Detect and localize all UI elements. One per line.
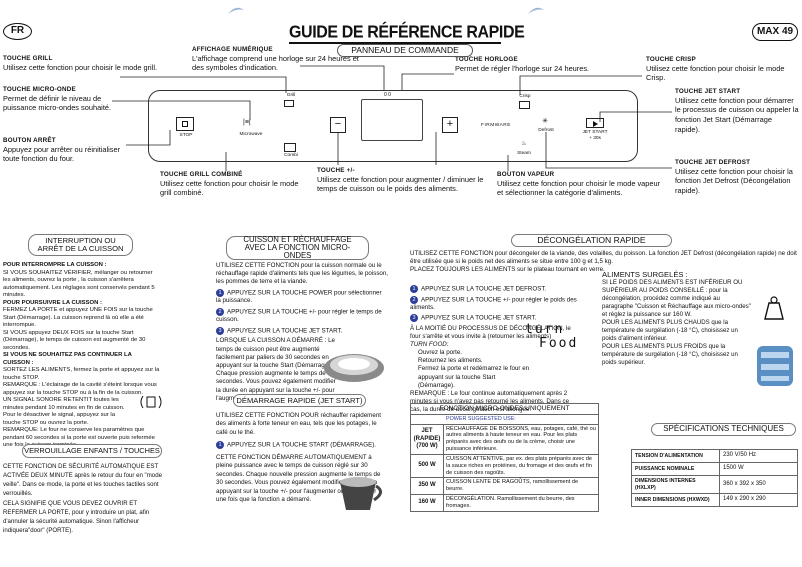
model-badge: MAX 49 <box>752 23 798 41</box>
callout-jetdefrost: TOUCHE JET DEFROST Utilisez cette foncti… <box>675 159 793 196</box>
defrost-label: Defrost <box>538 128 554 133</box>
crisp-label: Crisp <box>519 94 531 99</box>
frozen-section: ALIMENTS SURGELÉS : SI LE POIDS DES ALIM… <box>602 270 751 366</box>
callout-crisp: TOUCHE CRISP Utilisez cette fonction pou… <box>646 56 785 83</box>
clock-icon[interactable]: 0 0 <box>384 92 391 98</box>
language-badge: FR <box>3 23 32 40</box>
interrupt-body: POUR INTERROMPRE LA CUISSON : SI VOUS SO… <box>3 262 160 448</box>
microwave-icon: |≡| <box>243 119 251 126</box>
microwave-label: Microwave <box>239 132 263 137</box>
stop-label: STOP <box>179 133 193 138</box>
microwave-power-table: FONCTION MICRO-ONDES UNIQUEMENT POWER SU… <box>410 402 599 512</box>
table-row: INNER DIMENSIONS (HXWXD)149 x 290 x 290 <box>631 493 798 507</box>
jetstart-button[interactable] <box>586 118 604 128</box>
callout-combi: TOUCHE GRILL COMBINÉ Utilisez cette fonc… <box>160 171 299 198</box>
callout-stop: BOUTON ARRÊT Appuyez pour arrêter ou réi… <box>3 137 121 164</box>
crisp-button[interactable] <box>519 101 530 109</box>
panel-title: PANNEAU DE COMMANDE <box>337 44 473 57</box>
table-row: DIMENSIONS INTERNES (HXLXP)360 x 392 x 3… <box>631 475 798 494</box>
turn-food-display: turn Food <box>525 322 579 351</box>
table-header: POWER SUGGESTED USE: <box>410 414 599 425</box>
page-title: GUIDE DE RÉFÉRENCE RAPIDE <box>289 23 525 42</box>
lock-title: VERROUILLAGE ENFANTS / TOUCHES <box>22 444 162 458</box>
weight-icon <box>764 296 784 320</box>
callout-steam: BOUTON VAPEUR Utilisez cette fonction po… <box>497 171 661 198</box>
control-panel <box>148 90 638 162</box>
steam-icon[interactable]: ♨ <box>521 141 527 147</box>
title-underline <box>289 42 501 44</box>
plus-button[interactable]: + <box>442 117 458 133</box>
reheat-title: CUISSON ET RÉCHAUFFAGE AVEC LA FONCTION … <box>226 235 369 260</box>
plus30-label: + 30s <box>589 136 601 141</box>
jet-title: DÉMARRAGE RAPIDE (JET START) <box>233 394 366 407</box>
play-icon <box>593 121 598 127</box>
snowflake-decoration <box>528 7 544 14</box>
callout-plusminus: TOUCHE +/- Utilisez cette fonction pour … <box>317 167 484 194</box>
digital-display <box>361 99 423 141</box>
jet-body: UTILISEZ CETTE FONCTION POUR réchauffer … <box>216 412 381 503</box>
minus-button[interactable]: − <box>330 117 346 133</box>
combi-label: Combi <box>284 153 298 158</box>
grill-label: Grill <box>286 93 296 98</box>
defrost-intro: UTILISEZ CETTE FONCTION pour décongeler … <box>410 250 797 274</box>
specs-title: SPÉCIFICATIONS TECHNIQUES <box>651 423 796 436</box>
table-title: FONCTION MICRO-ONDES UNIQUEMENT <box>410 402 599 416</box>
defrost-icon[interactable]: ✳ <box>542 118 548 125</box>
jet-cup-image <box>340 477 382 510</box>
brand-label: FIRMWARE <box>481 123 511 128</box>
stop-square-icon <box>182 121 188 127</box>
table-row: JET (RAPIDE) (700 W)RÉCHAUFFAGE DE BOISS… <box>410 423 599 455</box>
callout-grill: TOUCHE GRILL Utilisez cette fonction pou… <box>3 55 158 72</box>
grill-button[interactable] <box>284 100 294 107</box>
steam-label: Steam <box>517 151 531 156</box>
defrost-title: DÉCONGÉLATION RAPIDE <box>511 234 672 247</box>
callout-jetstart: TOUCHE JET START Utilisez cette fonction… <box>675 88 799 134</box>
microwave-button[interactable]: |≡| <box>243 119 257 130</box>
callout-display: AFFICHAGE NUMÉRIQUE L'affichage comprend… <box>192 46 359 73</box>
stop-button[interactable] <box>176 117 194 131</box>
callout-clock: TOUCHE HORLOGE Permet de régler l'horlog… <box>455 56 590 73</box>
interrupt-title: INTERRUPTION OU ARRÊT DE LA CUISSON <box>28 234 133 256</box>
combi-button[interactable] <box>284 143 296 152</box>
lock-body: CETTE FONCTION DE SÉCURITÉ AUTOMATIQUE E… <box>3 463 162 534</box>
jetstart-label: JET START <box>582 130 608 135</box>
beep-icon <box>140 395 162 409</box>
callout-micro: TOUCHE MICRO-ONDE Permet de définir le n… <box>3 86 112 113</box>
snowflake-decoration <box>228 7 244 14</box>
reheat-dish-image <box>324 354 384 382</box>
frozen-food-image <box>757 346 793 386</box>
